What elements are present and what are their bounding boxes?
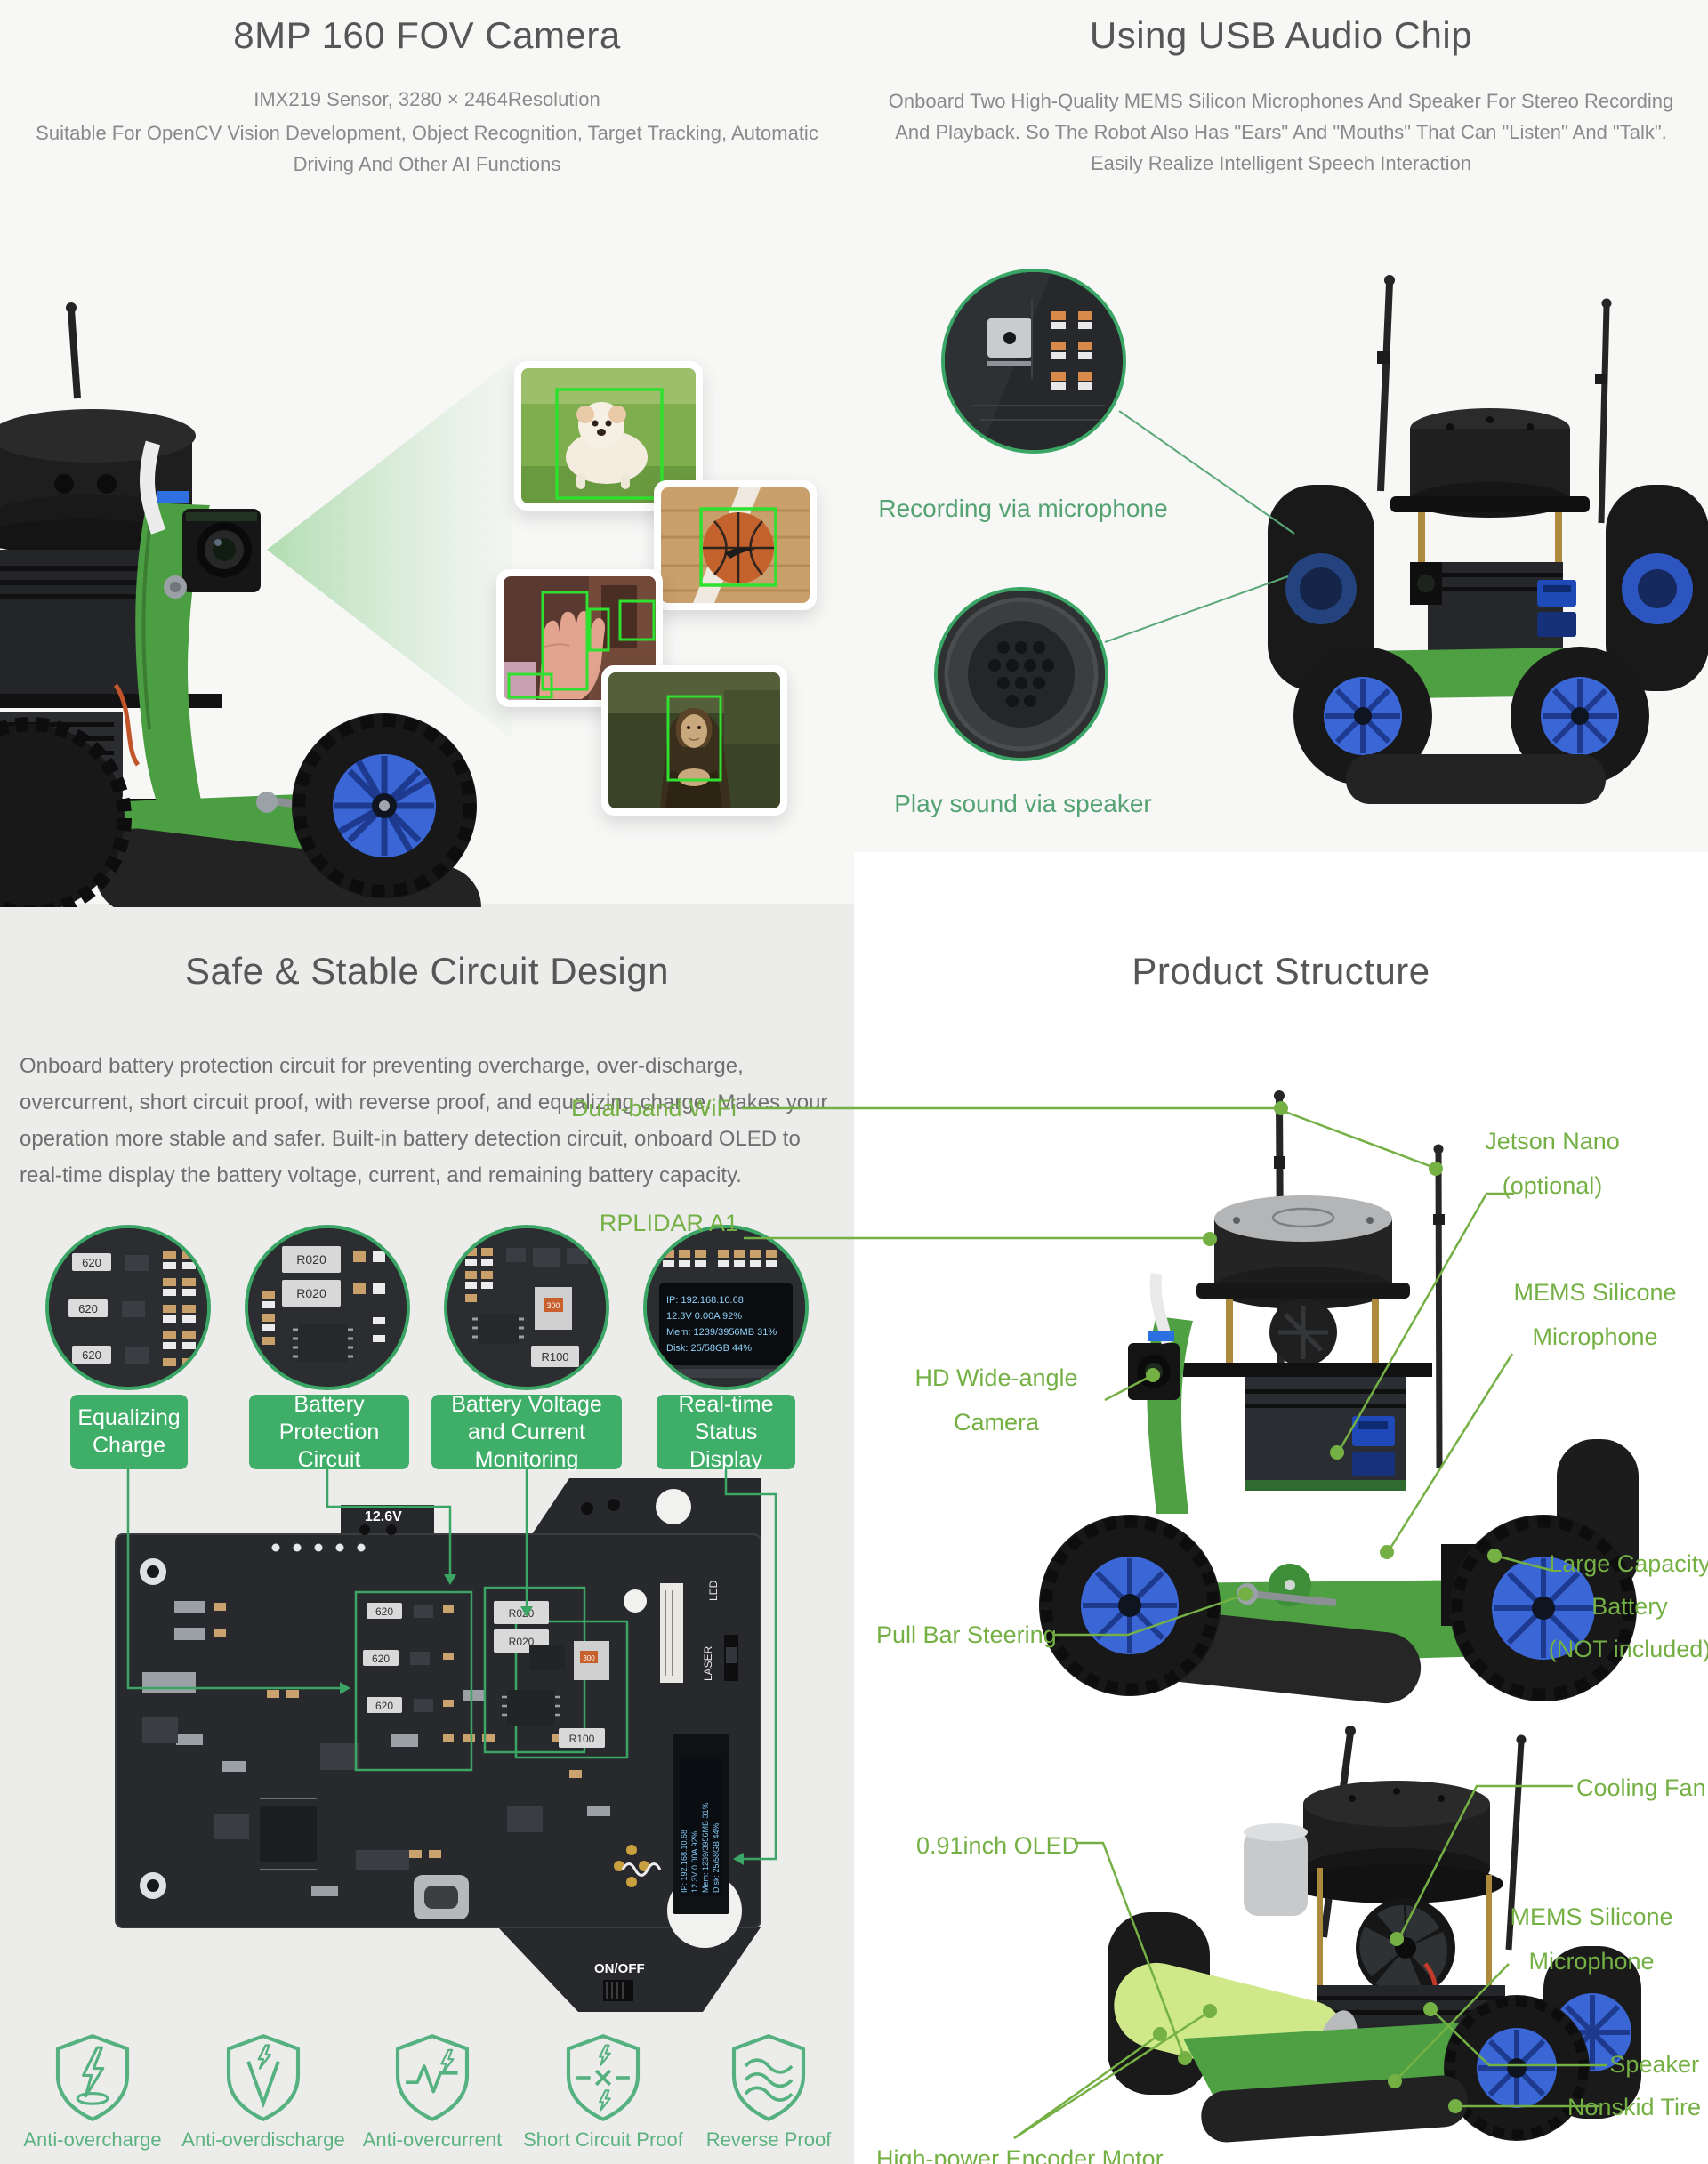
detection-box	[588, 607, 610, 652]
callout-rplidar: RPLIDAR A1	[599, 1210, 738, 1236]
feature-photo-status-display: IP: 192.168.10.68 12.3V 0.00A 92% Mem: 1…	[643, 1225, 809, 1390]
callout-hd-camera: HD Wide-angle Camera	[890, 1356, 1103, 1444]
svg-text:LED: LED	[707, 1580, 720, 1601]
callout-encoder-motor: High-power Encoder Motor	[876, 2145, 1164, 2164]
svg-text:Disk: 25/58GB 44%: Disk: 25/58GB 44%	[666, 1343, 752, 1354]
structure-section-title: Product Structure	[1132, 950, 1430, 992]
svg-text:300: 300	[546, 1301, 560, 1310]
svg-text:IP: 192.168.10.68: IP: 192.168.10.68	[680, 1830, 689, 1893]
callout-line: Battery	[1591, 1593, 1668, 1620]
svg-text:R100: R100	[569, 1733, 595, 1745]
camera-section-title: 8MP 160 FOV Camera	[233, 14, 621, 56]
camera-robot-photo	[0, 302, 512, 907]
anti-overdischarge-icon	[226, 2034, 301, 2121]
speaker-photo	[934, 587, 1108, 761]
anti-overcurrent-icon	[395, 2034, 470, 2121]
svg-text:R020: R020	[509, 1636, 535, 1648]
shield-label: Short Circuit Proof	[523, 2128, 683, 2151]
feature-label-battery-protection: Battery Protection Circuit	[249, 1392, 409, 1472]
shield-reverse-proof: Reverse Proof	[684, 2031, 853, 2152]
callout-jetson-nano: Jetson Nano (optional)	[1450, 1119, 1655, 1208]
detection-card-puppy	[514, 361, 703, 511]
camera-beam	[267, 360, 512, 738]
feature-label-status-display: Real-time Status Display	[657, 1392, 795, 1472]
svg-text:300: 300	[583, 1654, 595, 1662]
detection-card-mona-lisa	[601, 665, 787, 816]
circuit-section-title: Safe & Stable Circuit Design	[185, 950, 669, 992]
svg-text:620: 620	[375, 1605, 393, 1618]
circuit-section-paragraph: Onboard battery protection circuit for p…	[20, 1054, 828, 1187]
callout-line: MEMS Silicone	[1513, 1279, 1677, 1306]
callout-oled: 0.91inch OLED	[916, 1832, 1080, 1859]
svg-text:620: 620	[78, 1302, 98, 1315]
callout-line: Large Capacity	[1549, 1550, 1708, 1577]
svg-text:Mem: 1239/3956MB 31%: Mem: 1239/3956MB 31%	[701, 1802, 710, 1893]
svg-text:R020: R020	[296, 1286, 326, 1300]
callout-battery: Large Capacity Battery (NOT included)	[1523, 1542, 1708, 1670]
shield-label: Anti-overdischarge	[181, 2128, 345, 2151]
callout-cooling-fan: Cooling Fan	[1576, 1774, 1706, 1801]
shield-anti-overdischarge: Anti-overdischarge	[179, 2031, 348, 2152]
svg-text:12.3V 0.00A 92%: 12.3V 0.00A 92%	[690, 1830, 699, 1893]
feature-photo-equalizing-charge: 620 620 620	[45, 1225, 211, 1390]
shield-anti-overcharge: Anti-overcharge	[8, 2031, 177, 2152]
shield-anti-overcurrent: Anti-overcurrent	[348, 2031, 517, 2152]
callout-line: HD Wide-angle	[914, 1364, 1078, 1391]
callout-line: Microphone	[1532, 1323, 1658, 1350]
svg-text:R020: R020	[296, 1252, 326, 1267]
detection-box	[541, 591, 589, 691]
callout-mems-microphone-top: MEMS Silicone Microphone	[1491, 1270, 1699, 1359]
speaker-label: Play sound via speaker	[894, 790, 1152, 817]
svg-text:620: 620	[375, 1700, 393, 1712]
detection-box	[507, 672, 553, 699]
anti-overcharge-icon	[55, 2034, 130, 2121]
detection-box	[618, 599, 656, 641]
callout-nonskid-tire: Nonskid Tire	[1567, 2094, 1701, 2120]
camera-section-subtitle: IMX219 Sensor, 3280 × 2464Resolution	[254, 88, 600, 110]
svg-text:620: 620	[372, 1653, 390, 1665]
detection-box	[666, 695, 722, 782]
callout-mems-microphone-bottom: MEMS Silicone Microphone	[1487, 1895, 1696, 1983]
callout-line: (NOT included)	[1548, 1636, 1708, 1662]
audio-section-description: Onboard Two High-Quality MEMS Silicon Mi…	[888, 90, 1674, 174]
callout-line: Jetson Nano	[1485, 1128, 1620, 1154]
feature-photo-voltage-monitoring: 300 R100	[444, 1225, 609, 1390]
svg-text:12.3V 0.00A 92%: 12.3V 0.00A 92%	[666, 1311, 742, 1322]
audio-robot-photo	[1268, 275, 1708, 804]
svg-text:12.6V: 12.6V	[365, 1509, 402, 1524]
microphone-photo	[941, 269, 1126, 454]
detection-box	[555, 388, 664, 500]
shield-label: Anti-overcurrent	[362, 2128, 503, 2151]
shield-short-circuit-proof: Short Circuit Proof	[519, 2031, 688, 2152]
svg-text:IP: 192.168.10.68: IP: 192.168.10.68	[666, 1295, 744, 1306]
feature-label-equalizing-charge: Equalizing Charge	[70, 1395, 188, 1469]
detection-box	[699, 507, 777, 587]
shield-label: Anti-overcharge	[23, 2128, 162, 2151]
callout-line: MEMS Silicone	[1510, 1903, 1673, 1930]
svg-text:ON/OFF: ON/OFF	[594, 1961, 645, 1976]
callout-line: Camera	[953, 1409, 1040, 1436]
svg-text:Mem: 1239/3956MB 31%: Mem: 1239/3956MB 31%	[666, 1327, 777, 1338]
reverse-proof-icon	[731, 2034, 806, 2121]
feature-label-voltage-monitoring: Battery Voltage and Current Monitoring	[431, 1392, 622, 1472]
svg-text:LASER: LASER	[702, 1645, 714, 1681]
callout-pull-bar-steering: Pull Bar Steering	[876, 1621, 1057, 1648]
svg-text:R020: R020	[509, 1607, 535, 1620]
svg-text:620: 620	[82, 1348, 101, 1362]
microphone-label: Recording via microphone	[878, 495, 1168, 522]
svg-text:R100: R100	[541, 1350, 568, 1364]
short-circuit-proof-icon	[566, 2034, 640, 2121]
callout-line: (optional)	[1502, 1172, 1603, 1199]
callout-line: Microphone	[1528, 1948, 1655, 1975]
callout-dual-band-wifi: Dual-band WiFi	[570, 1095, 737, 1122]
camera-section-description: Suitable For OpenCV Vision Development, …	[36, 122, 818, 175]
callout-speaker: Speaker	[1609, 2051, 1699, 2078]
svg-text:620: 620	[82, 1256, 101, 1269]
shield-label: Reverse Proof	[705, 2128, 832, 2151]
detection-card-basketball	[654, 480, 817, 610]
audio-section-title: Using USB Audio Chip	[1089, 14, 1473, 56]
svg-text:Disk: 25/58GB 44%: Disk: 25/58GB 44%	[712, 1822, 721, 1893]
